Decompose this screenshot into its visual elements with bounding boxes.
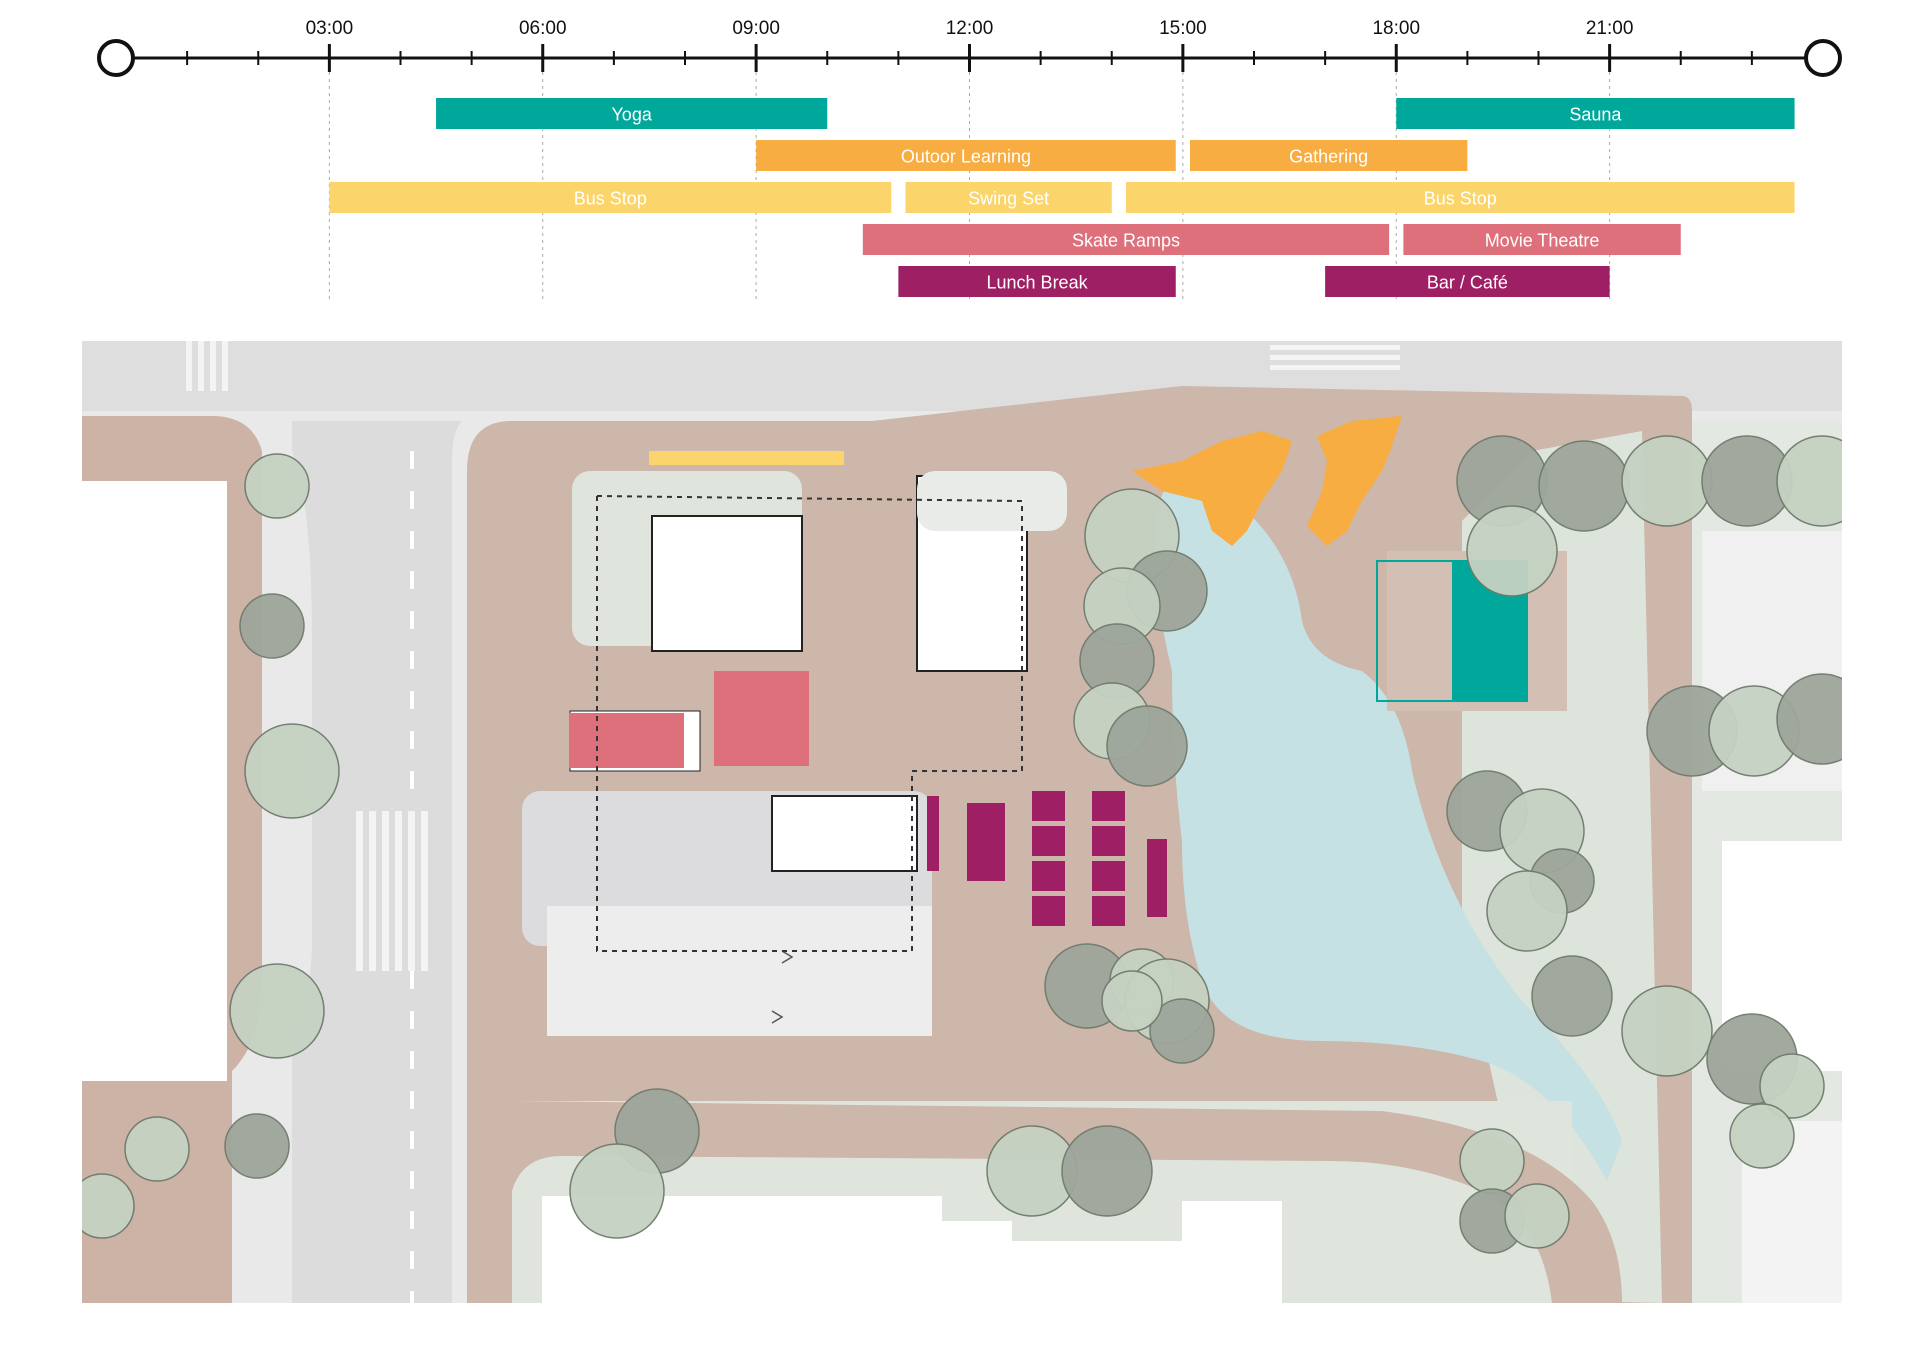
timeline-start-marker	[97, 39, 135, 77]
tree	[1149, 998, 1215, 1064]
timeline-tick-labels: 03:00 06:00 09:00 12:00 15:00 18:00 21:00	[306, 18, 1634, 39]
tree	[1466, 505, 1558, 597]
street-south	[512, 1101, 1622, 1303]
activity-bar-label: Skate Ramps	[1072, 231, 1180, 251]
tick-label: 06:00	[519, 18, 567, 39]
activity-bar: Gathering	[1189, 140, 1468, 171]
activity-bar-fill	[1325, 266, 1610, 297]
tree	[1504, 1183, 1570, 1249]
activity-bar-fill	[1396, 98, 1795, 129]
tree	[1531, 955, 1613, 1037]
gym-hall	[771, 795, 918, 872]
activity-bar-label: Lunch Break	[987, 273, 1089, 293]
tick-label: 18:00	[1372, 18, 1420, 39]
activity-bar-fill	[756, 140, 1176, 171]
crosswalk-north-east	[1270, 345, 1400, 370]
activity-bar-label: Swing Set	[968, 189, 1049, 209]
tree	[1776, 435, 1842, 527]
activity-bar-label: Sauna	[1569, 105, 1622, 125]
tree	[82, 1173, 135, 1239]
sauna-frame	[1376, 560, 1528, 702]
tree	[1538, 440, 1630, 532]
crosswalk-north-west	[186, 341, 228, 391]
activity-bar-label: Bus Stop	[574, 189, 647, 209]
timeline-ticks	[186, 44, 1753, 72]
tree	[124, 1116, 190, 1182]
tree	[1486, 870, 1568, 952]
activity-bar-fill	[436, 98, 828, 129]
building-north-lawn-b	[917, 471, 1067, 531]
street-west	[292, 421, 462, 1303]
timeline-end-marker	[1804, 39, 1842, 77]
movie-theatre-hall	[714, 671, 809, 766]
building-north-a	[651, 515, 803, 652]
pedestrian-route	[596, 494, 1023, 952]
tick-label: 12:00	[946, 18, 994, 39]
activity-bar-fill	[1189, 140, 1468, 171]
activity-bar: Swing Set	[905, 182, 1112, 213]
tree	[1106, 705, 1188, 787]
activity-bar-fill	[1403, 224, 1681, 255]
activity-bar-label: Movie Theatre	[1485, 231, 1600, 251]
tick-label: 15:00	[1159, 18, 1207, 39]
gathering-seating	[1132, 416, 1402, 546]
activity-bar-fill	[329, 182, 892, 213]
bike-path-2	[771, 1010, 784, 1024]
activity-bar-label: Bar / Café	[1427, 273, 1508, 293]
activity-bar-fill	[862, 224, 1390, 255]
site-plan	[82, 341, 1842, 1303]
tree	[1776, 673, 1842, 765]
tick-label: 09:00	[732, 18, 780, 39]
timeline-chart: 03:00 06:00 09:00 12:00 15:00 18:00 21:00 Yoga…	[97, 18, 1842, 300]
tree	[1729, 1103, 1795, 1169]
activity-bar: Lunch Break	[898, 266, 1176, 297]
bike-path	[781, 950, 794, 964]
tick-label: 21:00	[1586, 18, 1634, 39]
trees	[82, 435, 1842, 1254]
skate-ramp	[569, 713, 684, 768]
activity-bar-fill	[898, 266, 1176, 297]
activity-bar: Outoor Learning	[756, 140, 1176, 171]
garage	[547, 906, 932, 1036]
tree	[1459, 1128, 1525, 1194]
tree	[229, 963, 325, 1059]
activity-bar-label: Bus Stop	[1424, 189, 1497, 209]
crosswalk-west	[356, 811, 428, 971]
activity-bar: Bus Stop	[1125, 182, 1795, 213]
tree	[1759, 1053, 1825, 1119]
tree	[1101, 970, 1163, 1032]
bus-stop-shelter	[649, 451, 844, 465]
tree	[569, 1143, 665, 1239]
pond	[1156, 476, 1622, 1181]
activity-bar: Movie Theatre	[1403, 224, 1681, 255]
tree	[1061, 1125, 1153, 1217]
activity-bar-fill	[905, 182, 1112, 213]
tree	[1621, 435, 1713, 527]
tree	[239, 593, 305, 659]
tick-label: 03:00	[306, 18, 354, 39]
activity-bar-fill	[1125, 182, 1795, 213]
south-building	[542, 1196, 1282, 1303]
activity-bar: Yoga	[436, 98, 828, 129]
activity-bar: Bar / Café	[1325, 266, 1610, 297]
activity-bar: Bus Stop	[329, 182, 892, 213]
activity-bar-label: Yoga	[611, 105, 652, 125]
tree	[244, 453, 310, 519]
tree	[1621, 985, 1713, 1077]
activity-bar: Sauna	[1396, 98, 1795, 129]
tree	[224, 1113, 290, 1179]
west-building	[82, 481, 227, 1081]
tree	[244, 723, 340, 819]
cafe-tables	[927, 791, 1167, 926]
activity-bar-label: Outoor Learning	[901, 147, 1031, 167]
activity-bar: Skate Ramps	[862, 224, 1390, 255]
activity-bar-label: Gathering	[1289, 147, 1368, 167]
